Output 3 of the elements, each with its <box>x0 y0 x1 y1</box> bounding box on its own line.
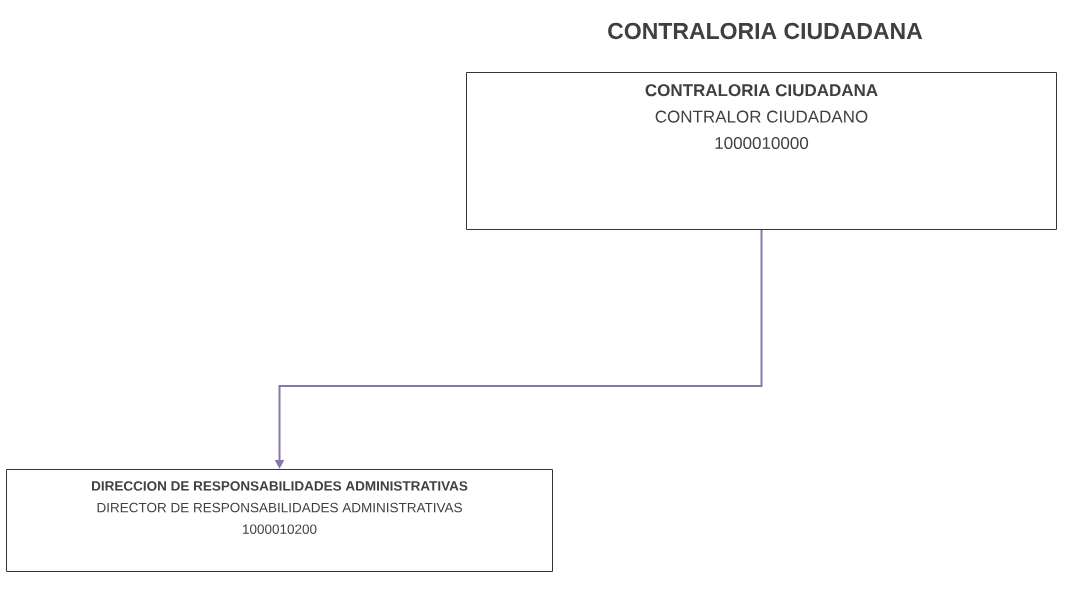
org-box: DIRECCION DE RESPONSABILIDADES ADMINISTRATIVAS DIRECTOR DE RESPONSABILIDADES ADMINISTRATIVAS 1000010200 <box>6 469 553 572</box>
title: CONTRALORIA CIUDADANA <box>608 22 923 40</box>
org-box: CONTRALORIA CIUDADANA CONTRALOR CIUDADANO 1000010000 <box>466 72 1057 230</box>
